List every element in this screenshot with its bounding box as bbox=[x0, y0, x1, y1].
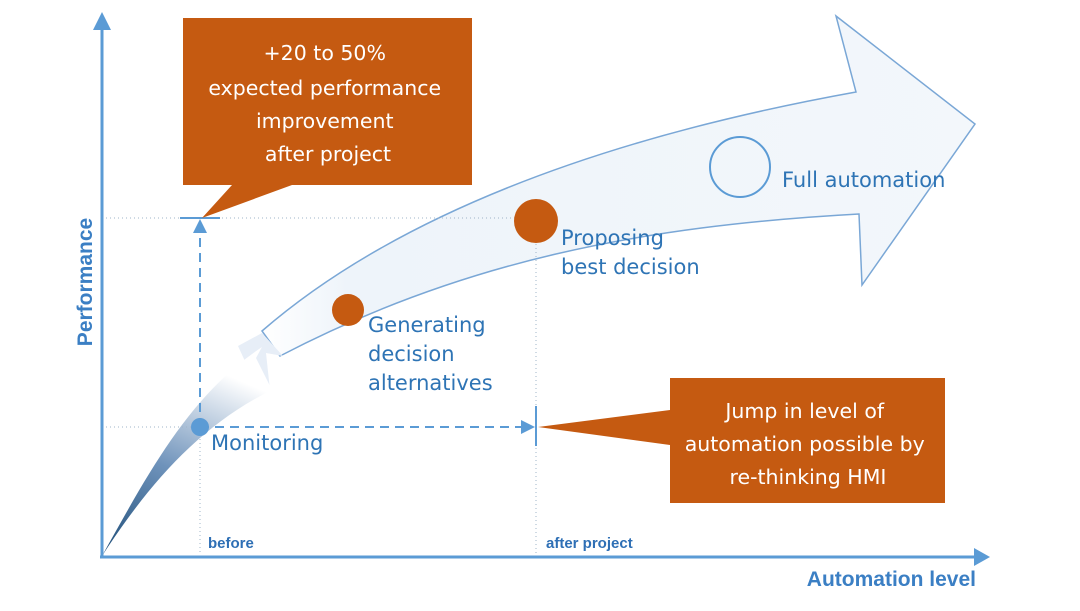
monitoring-marker bbox=[191, 418, 209, 436]
axes bbox=[93, 12, 990, 566]
x-axis-arrowhead bbox=[974, 548, 990, 566]
full-automation-label: Full automation bbox=[782, 168, 945, 192]
performance-callout: +20 to 50% expected performance improvem… bbox=[183, 18, 472, 218]
performance-dashed-arrow bbox=[180, 217, 220, 427]
y-axis-arrowhead bbox=[93, 12, 111, 30]
growth-arrow-tail bbox=[102, 347, 272, 556]
svg-text:Jump in level of automat: Jump in level of automation possible by … bbox=[685, 399, 932, 489]
x-axis-title: Automation level bbox=[807, 568, 976, 591]
monitoring-label: Monitoring bbox=[211, 431, 323, 455]
automation-dashed-arrow bbox=[200, 406, 537, 446]
y-axis-title: Performance bbox=[74, 218, 97, 346]
generating-marker bbox=[332, 294, 364, 326]
svg-text:+20 to 50% expected perf: +20 to 50% expected performance improvem… bbox=[208, 41, 447, 166]
full-automation-marker bbox=[709, 136, 771, 198]
tick-label-before: before bbox=[208, 535, 254, 552]
jump-callout: Jump in level of automation possible by … bbox=[538, 378, 945, 503]
growth-arrow-body bbox=[260, 14, 977, 357]
tick-label-after-project: after project bbox=[546, 535, 633, 552]
guide-lines bbox=[102, 217, 537, 555]
proposing-marker bbox=[514, 199, 558, 243]
proposing-label: Proposing best decision bbox=[561, 226, 700, 279]
generating-label: Generating decision alternatives bbox=[368, 313, 493, 395]
